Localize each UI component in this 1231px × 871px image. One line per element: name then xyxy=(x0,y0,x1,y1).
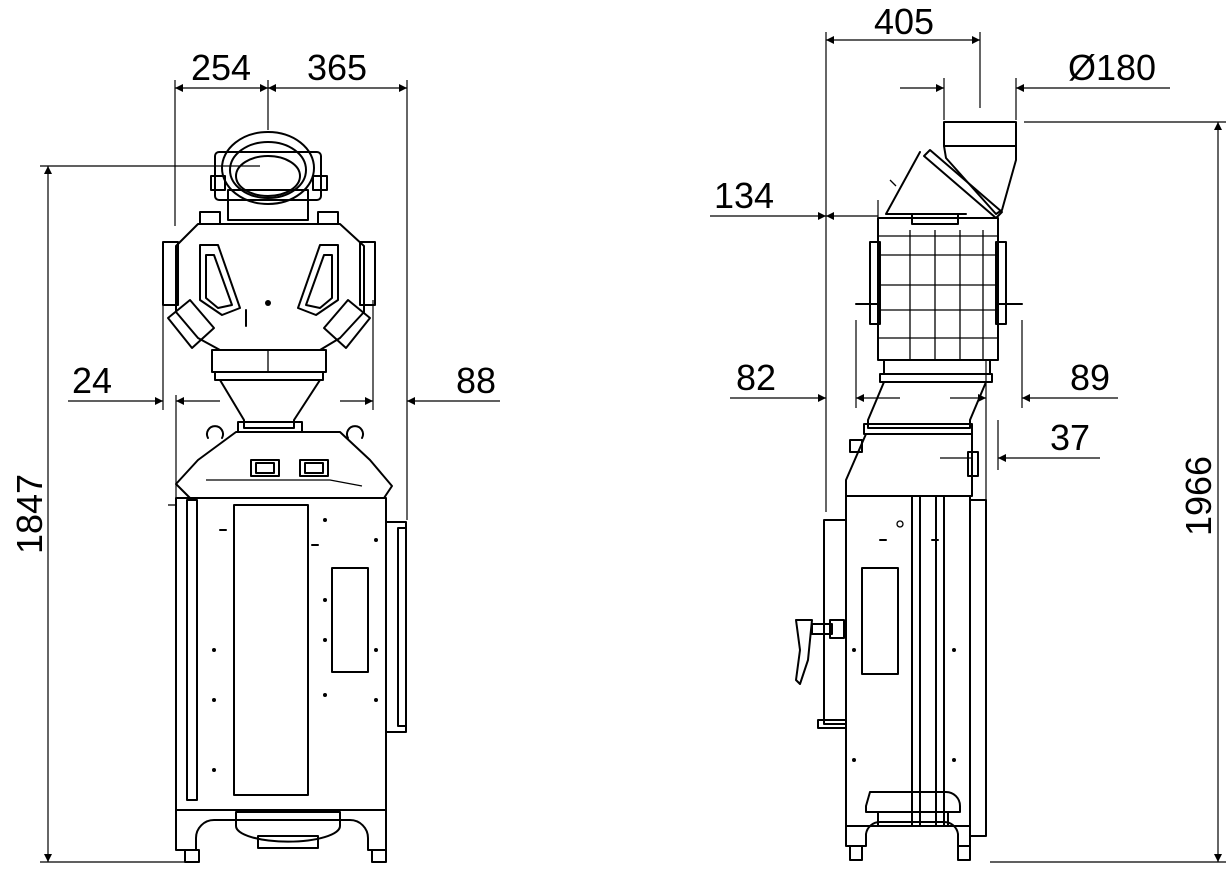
dim-254-label: 254 xyxy=(191,47,251,88)
front-body xyxy=(168,497,407,811)
dim-405-label: 405 xyxy=(874,1,934,42)
side-door-handle xyxy=(795,619,845,685)
side-dim-405: 405 xyxy=(825,1,981,512)
side-base xyxy=(845,791,971,861)
dim-134-label: 134 xyxy=(714,175,774,216)
side-flue-elbow xyxy=(885,121,1017,219)
dim-24-label: 24 xyxy=(72,360,112,401)
dim-37-label: 37 xyxy=(1050,417,1090,458)
front-dim-1847: 1847 xyxy=(9,165,260,863)
front-base xyxy=(175,809,387,863)
side-dim-82: 82 xyxy=(730,320,900,408)
side-dim-89: 89 xyxy=(950,320,1118,500)
front-dim-88: 88 xyxy=(340,300,500,410)
dim-89-label: 89 xyxy=(1070,357,1110,398)
side-dim-1966: 1966 xyxy=(990,121,1226,863)
front-flue-collar xyxy=(199,131,339,225)
side-body xyxy=(817,495,987,837)
front-dim-24: 24 xyxy=(68,300,220,500)
dim-180-label: Ø180 xyxy=(1068,47,1156,88)
front-dim-254: 254 xyxy=(174,47,269,226)
front-neck xyxy=(206,379,364,439)
front-dim-365: 365 xyxy=(268,47,408,520)
dim-82-label: 82 xyxy=(736,357,776,398)
dim-1847-label: 1847 xyxy=(9,474,50,554)
side-dim-37: 37 xyxy=(940,417,1100,470)
dim-1966-label: 1966 xyxy=(1178,456,1219,536)
side-view: 405 Ø180 134 82 89 xyxy=(710,1,1226,863)
dim-365-label: 365 xyxy=(307,47,367,88)
dim-88-label: 88 xyxy=(456,360,496,401)
front-heat-exchanger xyxy=(162,223,376,381)
side-neck xyxy=(863,381,987,435)
side-heat-exchanger xyxy=(855,213,1023,383)
side-dim-134: 134 xyxy=(710,175,879,228)
front-view: 254 365 24 88 1847 xyxy=(9,47,500,863)
side-hood xyxy=(845,433,979,497)
front-hood xyxy=(175,431,393,499)
side-dim-180: Ø180 xyxy=(900,47,1170,120)
